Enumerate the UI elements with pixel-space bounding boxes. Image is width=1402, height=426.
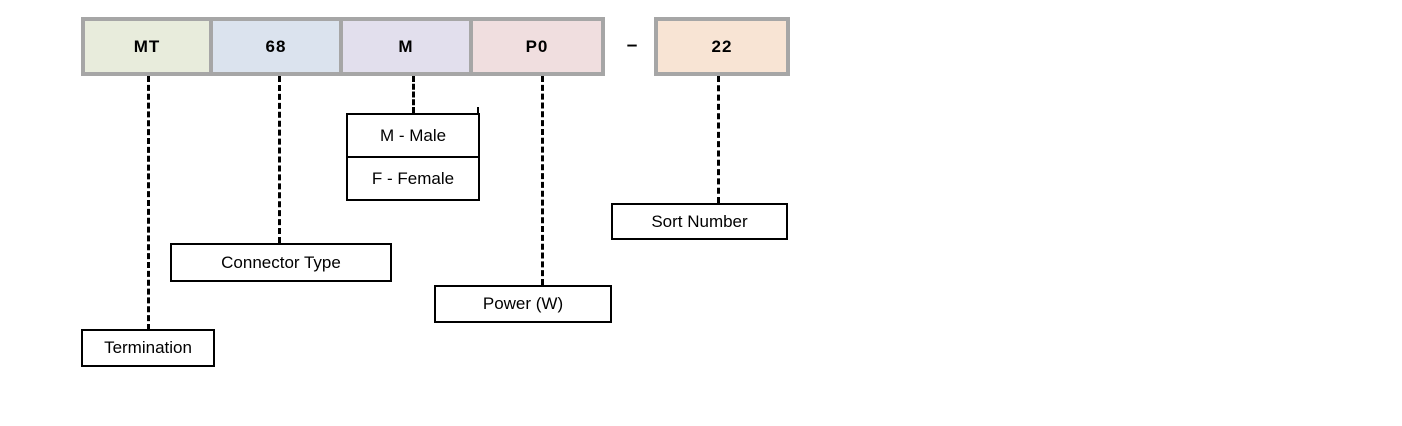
code-cell-power[interactable]: P0	[473, 21, 601, 72]
gender-callout-corner-tick	[477, 107, 479, 113]
leader-line-connector-type	[278, 76, 281, 243]
callout-gender-row-female: F - Female	[348, 156, 478, 199]
code-cell-gender[interactable]: M	[343, 21, 473, 72]
callout-termination: Termination	[81, 329, 215, 367]
callout-connector-type: Connector Type	[170, 243, 392, 282]
leader-line-gender	[412, 76, 415, 113]
code-cell-connector-type[interactable]: 68	[213, 21, 343, 72]
callout-sort-number: Sort Number	[611, 203, 788, 240]
separator-dash: –	[626, 35, 638, 56]
part-number-code-strip: MT 68 M P0	[81, 17, 605, 76]
code-cell-sort-number[interactable]: 22	[654, 17, 790, 76]
callout-power: Power (W)	[434, 285, 612, 323]
callout-gender-row-male: M - Male	[379, 125, 447, 145]
callout-gender: M - Male F - Female	[346, 113, 480, 201]
code-cell-termination[interactable]: MT	[85, 21, 213, 72]
leader-line-sort-number	[717, 76, 720, 203]
leader-line-termination	[147, 76, 150, 330]
leader-line-power	[541, 76, 544, 285]
